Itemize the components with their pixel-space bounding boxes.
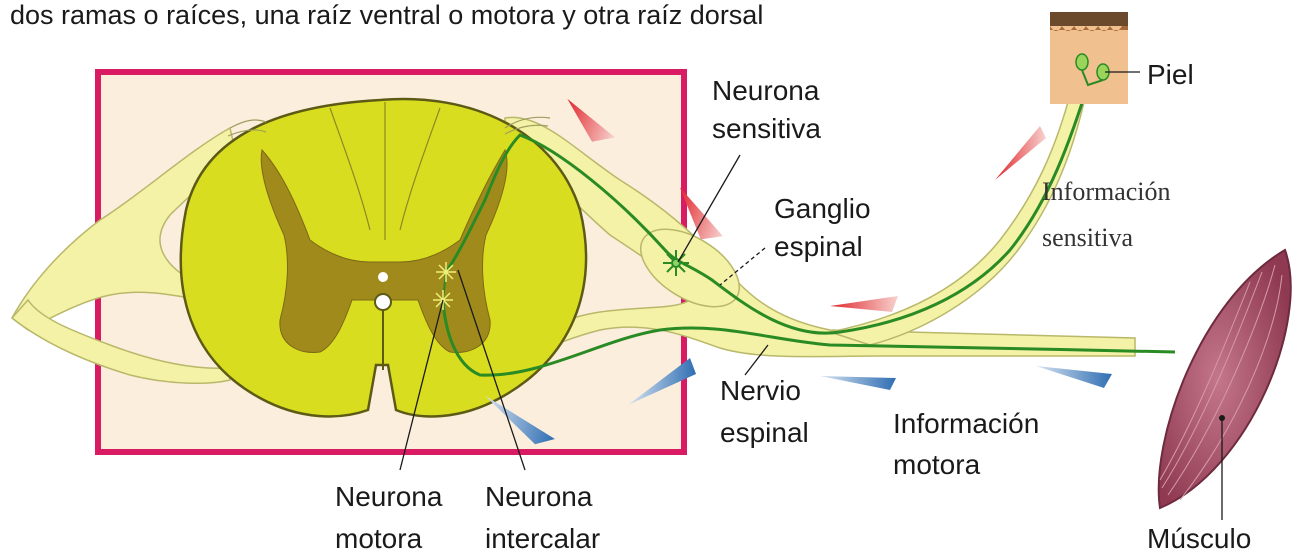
label-ganglio-espinal: Ganglio espinal (774, 193, 878, 262)
interneuron-star-icon (436, 262, 456, 282)
muscle-illustration (1159, 250, 1291, 508)
motor-arrow-3 (820, 376, 896, 390)
sensory-arrow-4 (995, 126, 1046, 180)
label-neurona-sensitiva: Neurona sensitiva (712, 75, 827, 144)
label-informacion-motora: Información motora (893, 408, 1047, 480)
central-canal (378, 272, 388, 282)
label-neurona-motora: Neurona motora (335, 481, 450, 554)
ventral-canal (375, 294, 391, 310)
caption-text: dos ramas o raíces, una raíz ventral o m… (10, 0, 763, 30)
label-informacion-sensitiva: Información sensitiva (1042, 177, 1177, 252)
musculo-dot (1219, 415, 1225, 421)
label-musculo: Músculo (1147, 523, 1251, 554)
skin-illustration (1050, 12, 1128, 104)
motor-arrow-4 (1036, 366, 1112, 388)
label-neurona-intercalar: Neurona intercalar (485, 481, 600, 554)
sensory-arrow-3 (830, 296, 898, 312)
label-piel: Piel (1147, 59, 1194, 90)
label-nervio-espinal: Nervio espinal (720, 375, 809, 448)
